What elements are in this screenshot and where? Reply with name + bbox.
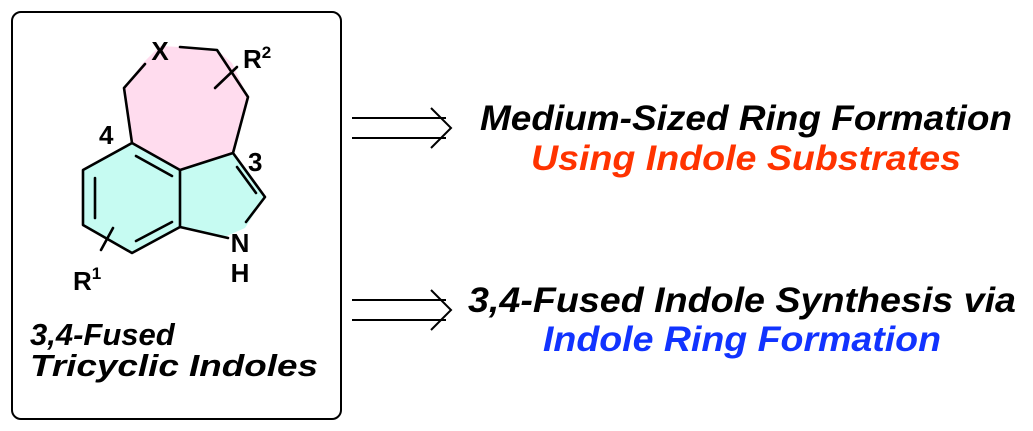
nitrogen-label: N <box>231 228 250 258</box>
approach-1-line-1: Medium-Sized Ring Formation <box>480 99 1012 138</box>
r1-label: R1 <box>73 264 101 296</box>
caption-line-1: 3,4-Fused <box>30 317 176 352</box>
r2-label: R2 <box>243 43 271 74</box>
retrosynthesis-arrow-2 <box>352 289 453 331</box>
position-4-label: 4 <box>99 120 114 150</box>
approach-2-line-1: 3,4-Fused Indole Synthesis via <box>468 281 1016 320</box>
hydrogen-label: H <box>231 258 250 288</box>
indole-highlight <box>83 143 265 253</box>
position-3-label: 3 <box>248 147 262 177</box>
approach-2-line-2: Indole Ring Formation <box>543 320 941 359</box>
approach-1-line-2: Using Indole Substrates <box>531 139 961 178</box>
medium-ring-highlight <box>124 46 248 170</box>
caption-line-2: Tricyclic Indoles <box>30 348 318 383</box>
retrosynthesis-arrow-1 <box>352 107 453 149</box>
atom-x-label: X <box>151 36 169 66</box>
molecule-bonds <box>81 45 267 255</box>
